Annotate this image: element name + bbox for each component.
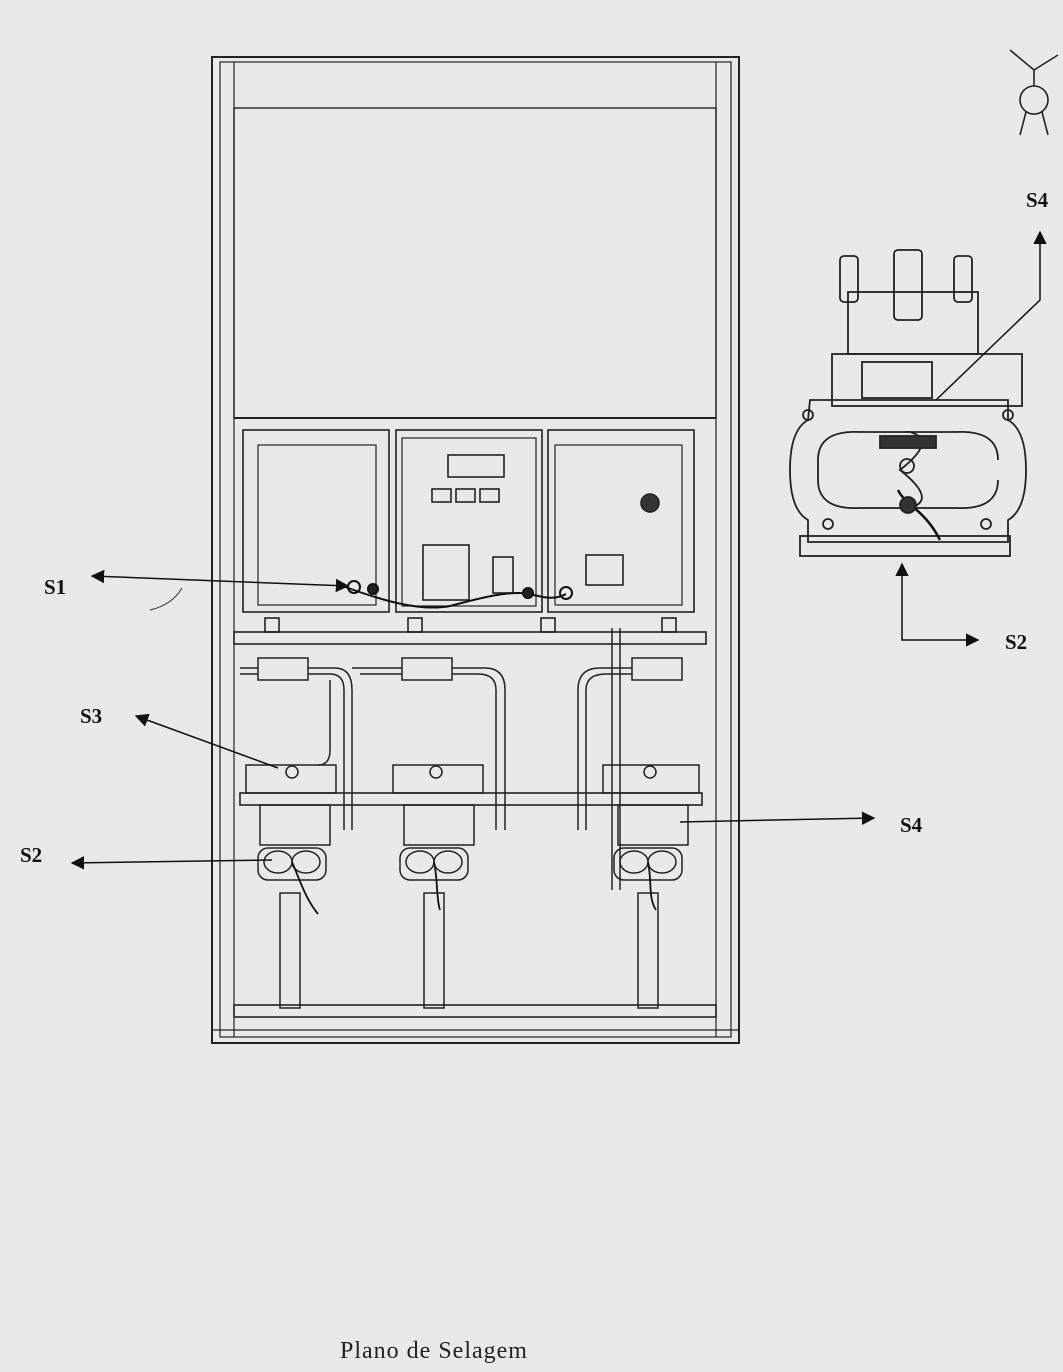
meter-detail-view	[789, 249, 1027, 557]
s2-leader	[70, 856, 273, 870]
s1-label: S1	[44, 575, 67, 599]
mid-rail	[233, 617, 707, 645]
hydraulic-unit-1	[240, 657, 353, 1009]
s2-detail-leader	[895, 562, 980, 647]
lower-frame	[212, 792, 739, 1031]
s4-detail-label: S4	[1026, 188, 1049, 212]
s3-label: S3	[80, 704, 103, 728]
s1-seal-wire	[339, 580, 573, 609]
s4-label: S4	[900, 813, 923, 837]
s2-label: S2	[20, 843, 43, 867]
dispenser-cabinet	[211, 56, 740, 1044]
meter-seal-wires	[291, 861, 657, 915]
s3-leader	[134, 713, 279, 769]
s4-leader	[679, 811, 876, 825]
display-head	[242, 429, 695, 613]
detail-leaders	[895, 230, 1047, 647]
seal-symbol-icon	[1009, 49, 1059, 136]
s4-detail-leader	[935, 230, 1047, 401]
s1-arc-mark	[149, 587, 183, 611]
leader-lines	[70, 569, 876, 870]
hydraulic-unit-3	[577, 628, 700, 1009]
s2-detail-label: S2	[1005, 630, 1028, 654]
s1-leader	[90, 569, 350, 593]
diagram-caption: Plano de Selagem	[340, 1338, 528, 1364]
hydraulic-unit-2	[352, 657, 506, 1009]
